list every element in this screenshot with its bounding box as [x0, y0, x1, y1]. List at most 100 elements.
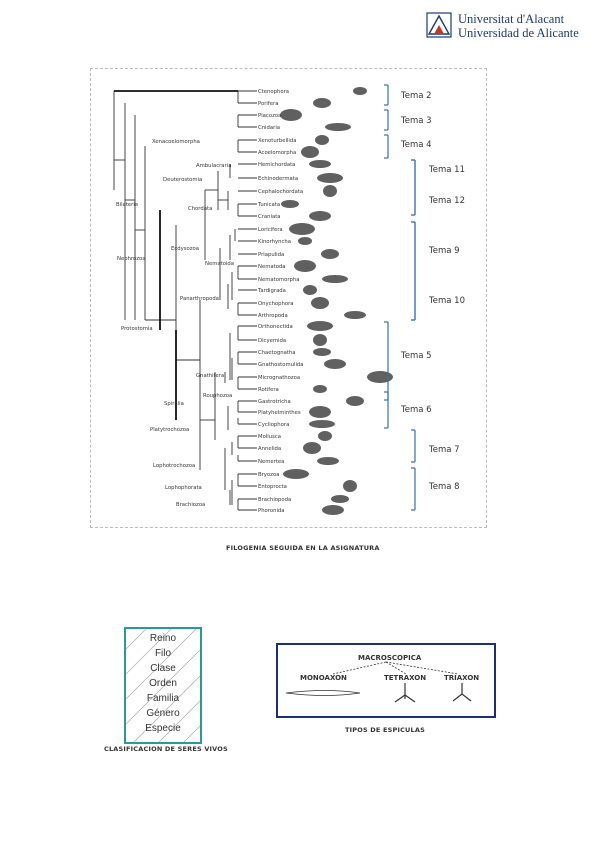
leaf-label: Orthonectida [258, 324, 293, 330]
leaf-label: Hemichordata [258, 162, 295, 168]
leaf-label: Platyhelminthes [258, 410, 301, 416]
animal-icon [331, 495, 349, 503]
rank-clase: Clase [150, 663, 176, 674]
spicule-macroscopica-label: MACROSCOPICA [358, 654, 422, 662]
clade-label: Nephrozoa [117, 256, 146, 262]
tema-label: Tema 6 [400, 405, 432, 415]
clade-label: Gnathifera [196, 373, 224, 379]
clade-label: Platytrochozoa [150, 427, 189, 433]
clade-label: Spiralia [164, 401, 184, 407]
animal-icon [311, 297, 329, 309]
leaf-label: Kinorhyncha [258, 239, 291, 245]
leaf-label: Gnathostomulida [258, 362, 304, 368]
university-logo: Universitat d'Alacant Universidad de Ali… [426, 12, 591, 42]
tema-label: Tema 5 [400, 351, 432, 361]
leaf-label: Entoprocta [258, 484, 287, 490]
rank-orden: Orden [149, 678, 177, 689]
animal-icon [309, 160, 331, 168]
leaf-label: Placozoa [258, 113, 281, 119]
leaf-label: Onychophora [258, 301, 294, 307]
animal-icon [309, 406, 331, 418]
leaf-label: Nematomorpha [258, 277, 300, 283]
tree-branches [113, 90, 257, 511]
leaf-labels: CtenophoraPoriferaPlacozoaCnidariaXenotu… [257, 89, 304, 514]
spicules-caption: TIPOS DE ESPICULAS [345, 726, 425, 734]
rank-familia: Familia [146, 693, 180, 704]
leaf-label: Porifera [258, 101, 278, 107]
animal-icon [307, 321, 333, 331]
animal-illustrations [280, 87, 393, 515]
leaf-label: Craniata [258, 214, 281, 220]
animal-icon [313, 385, 327, 393]
clade-label: Lophophorata [165, 485, 202, 491]
rank-reino: Reino [149, 633, 177, 644]
leaf-label: Xenoturbellida [258, 138, 297, 144]
clade-label: Nematoida [205, 261, 234, 267]
phylogeny-caption: FILOGENIA SEGUIDA EN LA ASIGNATURA [226, 544, 380, 552]
animal-icon [325, 123, 351, 131]
tema-label: Tema 9 [428, 246, 460, 256]
animal-icon [301, 146, 319, 158]
animal-icon [323, 185, 337, 197]
animal-icon [318, 431, 332, 441]
institution-name-spanish: Universidad de Alicante [458, 26, 579, 40]
animal-icon [289, 223, 315, 235]
rank-filo: Filo [154, 648, 172, 659]
animal-icon [344, 311, 366, 319]
diagonal-hatching [126, 629, 200, 742]
spicule-types-box: MACROSCOPICA MONOAXON TETRAXON TRIAXON [276, 643, 496, 718]
tema-label: Tema 12 [428, 196, 465, 206]
animal-icon [313, 98, 331, 108]
clade-labels: XenacoelomorphaAmbulacrariaDeuterostomia… [116, 139, 234, 508]
leaf-label: Nematoda [258, 264, 286, 270]
leaf-label: Tardigrada [257, 288, 286, 294]
clade-label: Panarthropoda [180, 296, 219, 302]
rank-genero: Género [146, 708, 180, 719]
tema-label: Tema 8 [428, 482, 460, 492]
clade-label: Xenacoelomorpha [152, 139, 200, 145]
clade-label: Ecdysozoa [171, 246, 199, 252]
leaf-label: Cycliophora [258, 422, 289, 428]
animal-icon [303, 285, 317, 295]
animal-icon [303, 442, 321, 454]
leaf-label: Phoronida [258, 508, 285, 514]
clade-label: Chordata [188, 206, 212, 212]
animal-icon [283, 469, 309, 479]
monoaxon-icon [285, 690, 361, 696]
leaf-label: Gastrotricha [258, 399, 291, 405]
leaf-label: Tunicata [257, 202, 280, 208]
tema-label: Tema 7 [428, 445, 460, 455]
classification-box: Reino Filo Clase Orden Familia Género Es… [124, 627, 202, 744]
animal-icon [309, 211, 331, 221]
leaf-label: Cephalochordata [258, 189, 303, 195]
animal-icon [317, 173, 343, 183]
animal-icon [322, 505, 344, 515]
leaf-label: Annelida [258, 446, 281, 452]
animal-icon [322, 275, 348, 283]
leaf-label: Ctenophora [258, 89, 289, 95]
leaf-label: Cnidaria [258, 125, 280, 131]
animal-icon [321, 249, 339, 259]
clade-label: Brachiozoa [176, 502, 205, 508]
animal-icon [313, 348, 331, 356]
classification-caption: CLASIFICACION DE SERES VIVOS [104, 745, 228, 753]
animal-icon [353, 87, 367, 95]
leaf-label: Priapulida [258, 252, 284, 258]
clade-label: Protostomia [121, 326, 153, 332]
animal-icon [346, 396, 364, 406]
tema-label: Tema 3 [400, 116, 432, 126]
tetraxon-icon [394, 683, 416, 703]
animal-icon [367, 371, 393, 383]
animal-icon [281, 200, 299, 208]
animal-icon [294, 260, 316, 272]
leaf-label: Bryozoa [258, 472, 279, 478]
animal-icon [343, 480, 357, 492]
leaf-label: Echinodermata [258, 176, 298, 182]
tree-main-branches [114, 90, 238, 420]
institution-name-valencian: Universitat d'Alacant [458, 12, 565, 26]
leaf-label: Chaetognatha [258, 350, 296, 356]
animal-icon [324, 359, 346, 369]
animal-icon [298, 237, 312, 245]
